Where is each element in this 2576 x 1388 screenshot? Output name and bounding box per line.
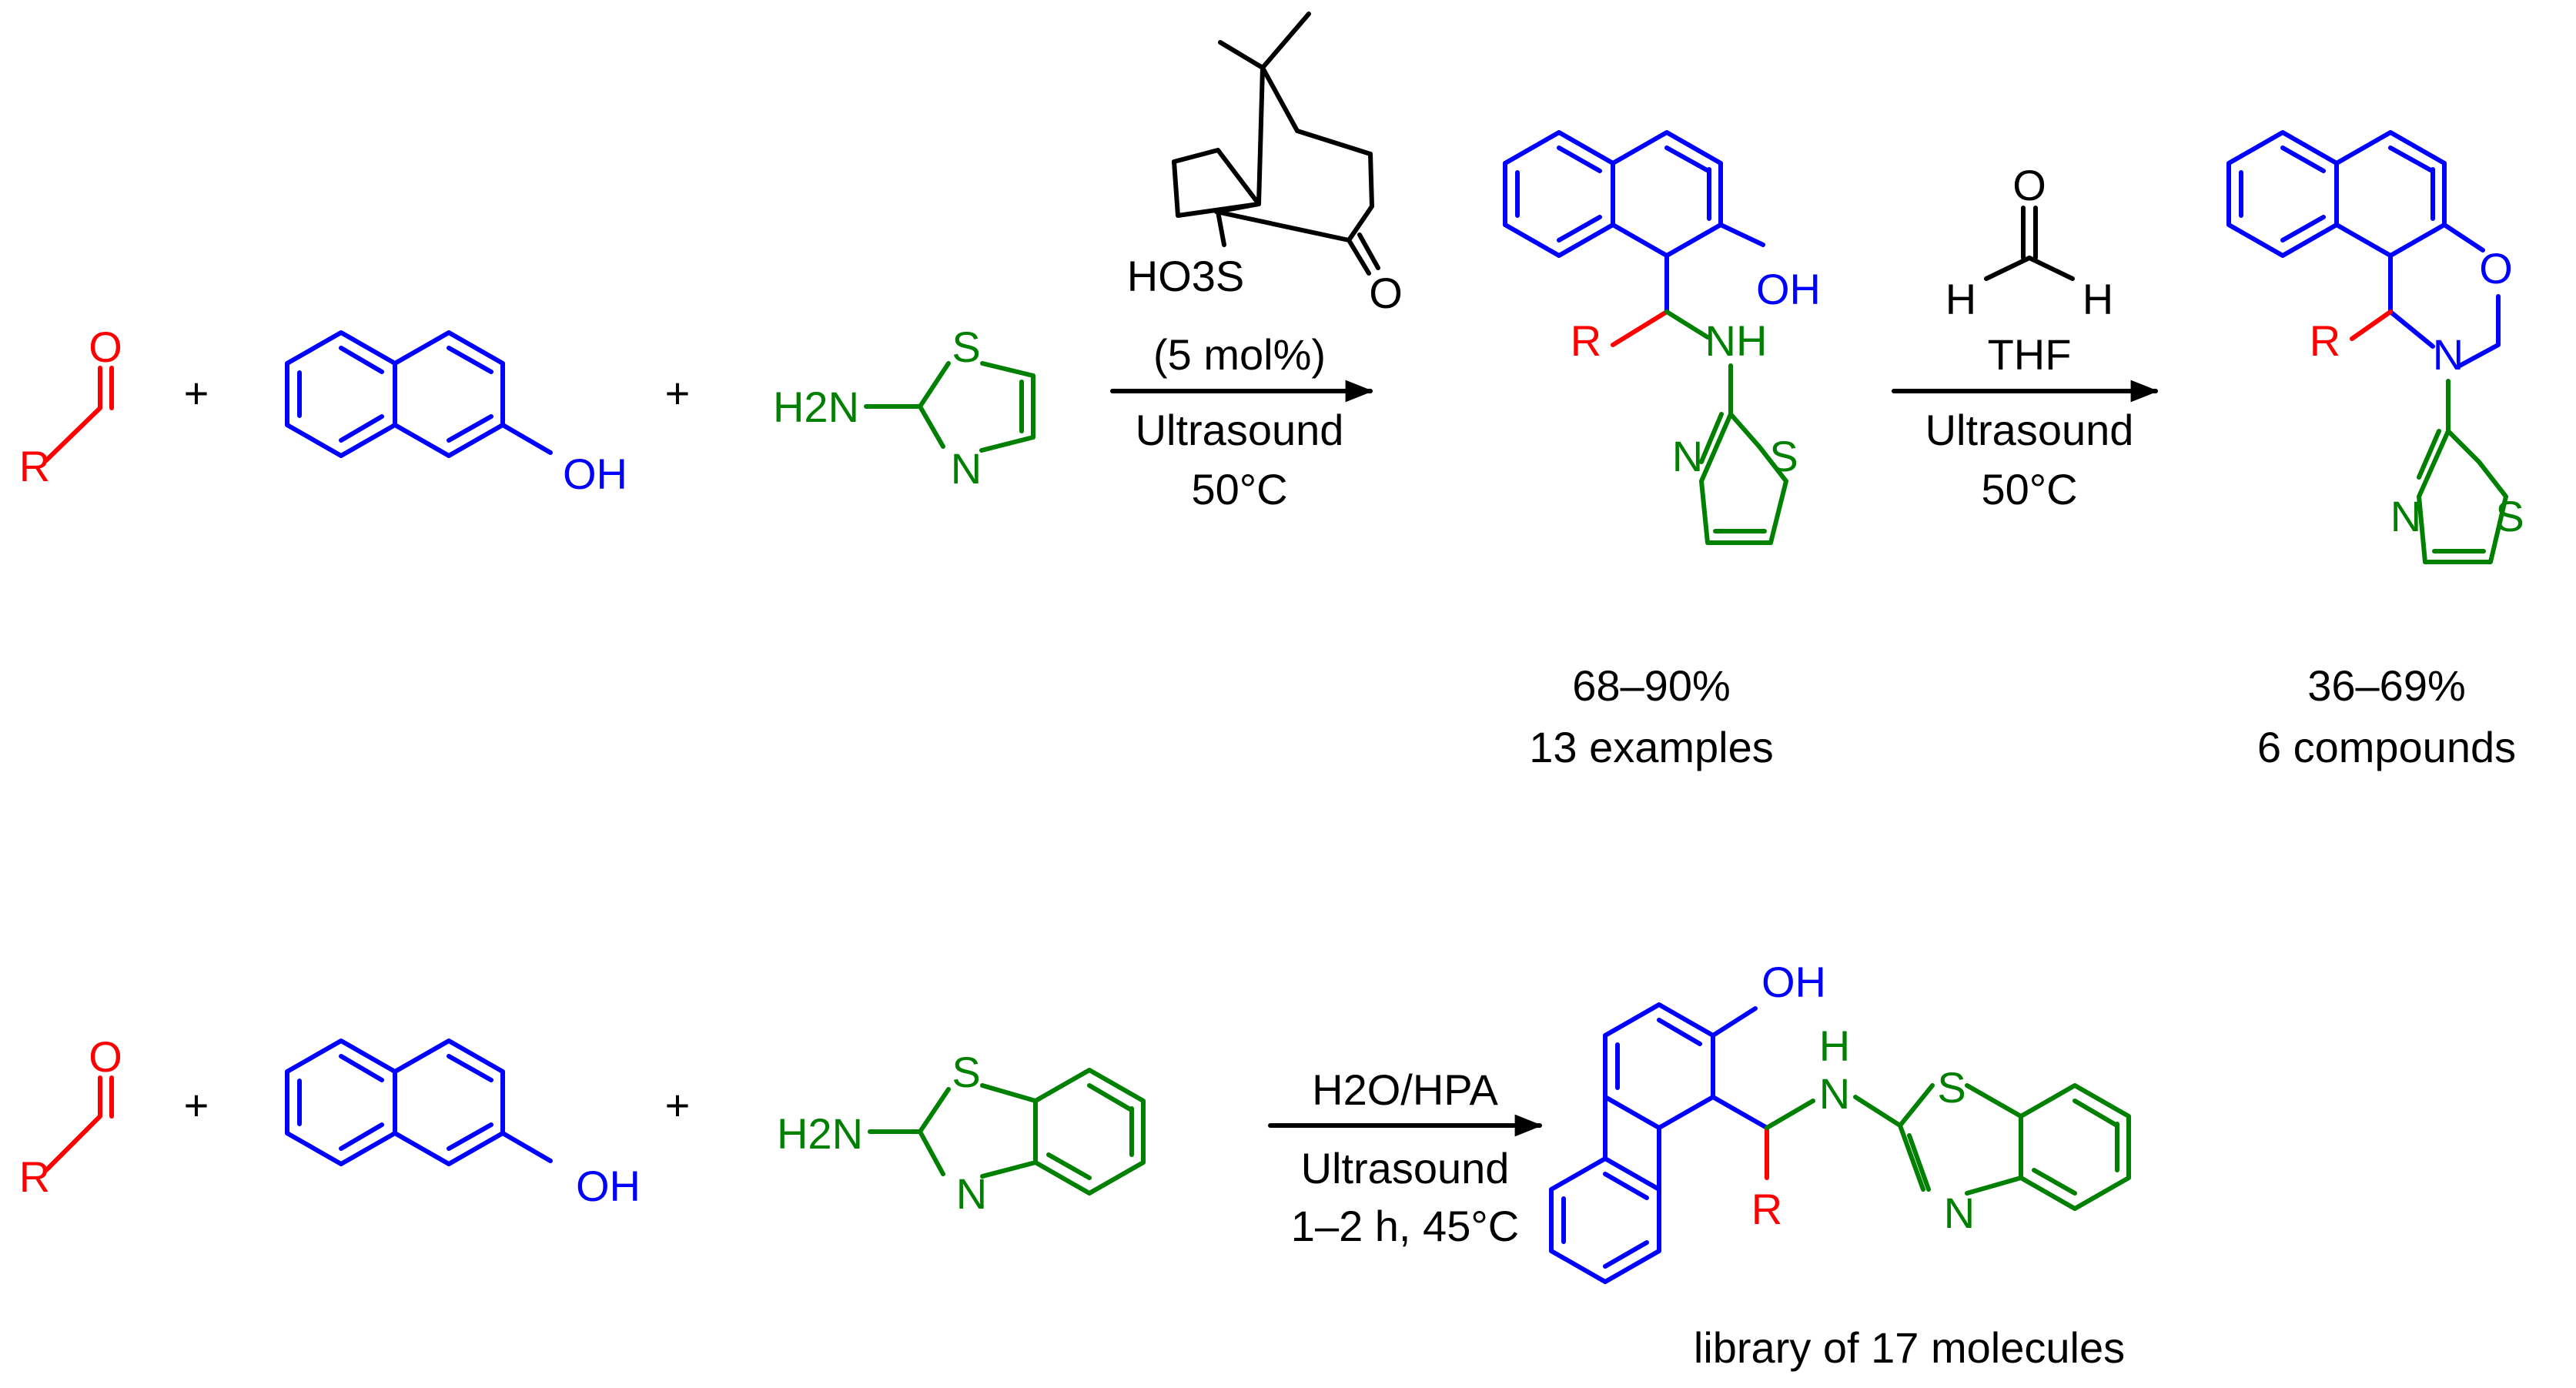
naphthol-2-hydroxyl: OH bbox=[576, 1162, 641, 1210]
product-2-scope: 6 compounds bbox=[2257, 723, 2516, 771]
plus-sign-3: + bbox=[184, 1081, 209, 1129]
product-1-thiazole-nitrogen: N bbox=[1672, 432, 1703, 480]
arrow-1-condition-temperature: 50°C bbox=[1191, 465, 1287, 513]
arrow-3-condition-time-temperature: 1–2 h, 45°C bbox=[1291, 1202, 1519, 1250]
product-2-yield: 36–69% bbox=[2307, 661, 2466, 710]
product-2: O N R N S 36–69% 6 compounds bbox=[2226, 130, 2524, 771]
product-2-thiazole-nitrogen: N bbox=[2390, 492, 2421, 540]
aldehyde-1-r-group: R bbox=[19, 442, 50, 490]
aminothiazole-nitrogen: N bbox=[951, 444, 982, 493]
product-1-thiazole-sulfur: S bbox=[1769, 432, 1798, 480]
catalyst-ketone-oxygen: O bbox=[1369, 269, 1403, 317]
product-1-r-group: R bbox=[1571, 316, 1601, 365]
reaction-arrow-2: THF Ultrasound 50°C bbox=[1892, 330, 2159, 513]
product-3-amine-nitrogen: N bbox=[1819, 1069, 1850, 1118]
arrow-2-condition-energy: Ultrasound bbox=[1925, 406, 2134, 454]
naphthol-2: OH bbox=[285, 1038, 641, 1210]
plus-sign-1: + bbox=[184, 369, 209, 417]
product-1-hydroxyl: OH bbox=[1756, 265, 1821, 313]
reaction-arrow-1: (5 mol%) Ultrasound 50°C bbox=[1110, 330, 1373, 513]
product-3-hydroxyl: OH bbox=[1761, 958, 1826, 1006]
aldehyde-2-r-group: R bbox=[19, 1152, 50, 1201]
arrow-3-condition-energy: Ultrasound bbox=[1301, 1144, 1510, 1192]
aminothiazole-sulfur: S bbox=[952, 323, 980, 371]
plus-sign-2: + bbox=[665, 369, 691, 417]
formaldehyde-hydrogen-left: H bbox=[1945, 275, 1976, 323]
aldehyde-1-oxygen: O bbox=[89, 323, 122, 371]
product-1-yield: 68–90% bbox=[1572, 661, 1731, 710]
product-3-amine-hydrogen: H bbox=[1819, 1022, 1850, 1070]
aminothiazole-amino-group: H2N bbox=[773, 383, 859, 431]
formaldehyde-oxygen: O bbox=[2012, 161, 2046, 209]
product-1: OH R NH N S 68–90% 13 examples bbox=[1503, 130, 1821, 771]
aldehyde-2: O R bbox=[19, 1032, 122, 1201]
aldehyde-2-oxygen: O bbox=[89, 1032, 122, 1081]
product-2-ring-oxygen: O bbox=[2479, 244, 2513, 293]
catalyst-sulfonic-group: HO3S bbox=[1127, 252, 1245, 300]
arrow-1-condition-energy: Ultrasound bbox=[1136, 406, 1344, 454]
aminobenzothiazole-nitrogen: N bbox=[956, 1169, 987, 1218]
product-3-r-group: R bbox=[1751, 1185, 1782, 1233]
aminothiazole: H2N S N bbox=[773, 323, 1035, 493]
arrow-2-condition-solvent: THF bbox=[1988, 330, 2072, 379]
arrow-1-condition-loading: (5 mol%) bbox=[1153, 330, 1326, 379]
product-3-thiazole-sulfur: S bbox=[1937, 1063, 1965, 1112]
product-2-r-group: R bbox=[2310, 316, 2340, 365]
product-3: OH R H N S N library of 17 molecules bbox=[1549, 958, 2131, 1372]
arrow-3-condition-catalyst: H2O/HPA bbox=[1312, 1065, 1498, 1114]
product-3-thiazole-nitrogen: N bbox=[1944, 1189, 1975, 1237]
product-2-thiazole-sulfur: S bbox=[2495, 492, 2524, 540]
product-1-amine: NH bbox=[1705, 316, 1768, 365]
formaldehyde-hydrogen-right: H bbox=[2083, 275, 2113, 323]
aminobenzothiazole-amino-group: H2N bbox=[777, 1109, 863, 1158]
formaldehyde: O H H bbox=[1945, 161, 2113, 323]
aminobenzothiazole: H2N S N bbox=[777, 1048, 1146, 1218]
reaction-arrow-3: H2O/HPA Ultrasound 1–2 h, 45°C bbox=[1268, 1065, 1543, 1250]
aminobenzothiazole-sulfur: S bbox=[952, 1048, 980, 1096]
arrow-2-condition-temperature: 50°C bbox=[1981, 465, 2077, 513]
product-1-scope: 13 examples bbox=[1529, 723, 1774, 771]
product-3-caption: library of 17 molecules bbox=[1694, 1323, 2125, 1372]
naphthol-1: OH bbox=[285, 330, 627, 498]
camphorsulfonic-acid-catalyst: HO3S O bbox=[1127, 12, 1403, 317]
plus-sign-4: + bbox=[665, 1081, 691, 1129]
aldehyde-1: O R bbox=[19, 323, 122, 490]
product-2-ring-nitrogen: N bbox=[2433, 330, 2464, 379]
naphthol-1-hydroxyl: OH bbox=[563, 450, 627, 498]
